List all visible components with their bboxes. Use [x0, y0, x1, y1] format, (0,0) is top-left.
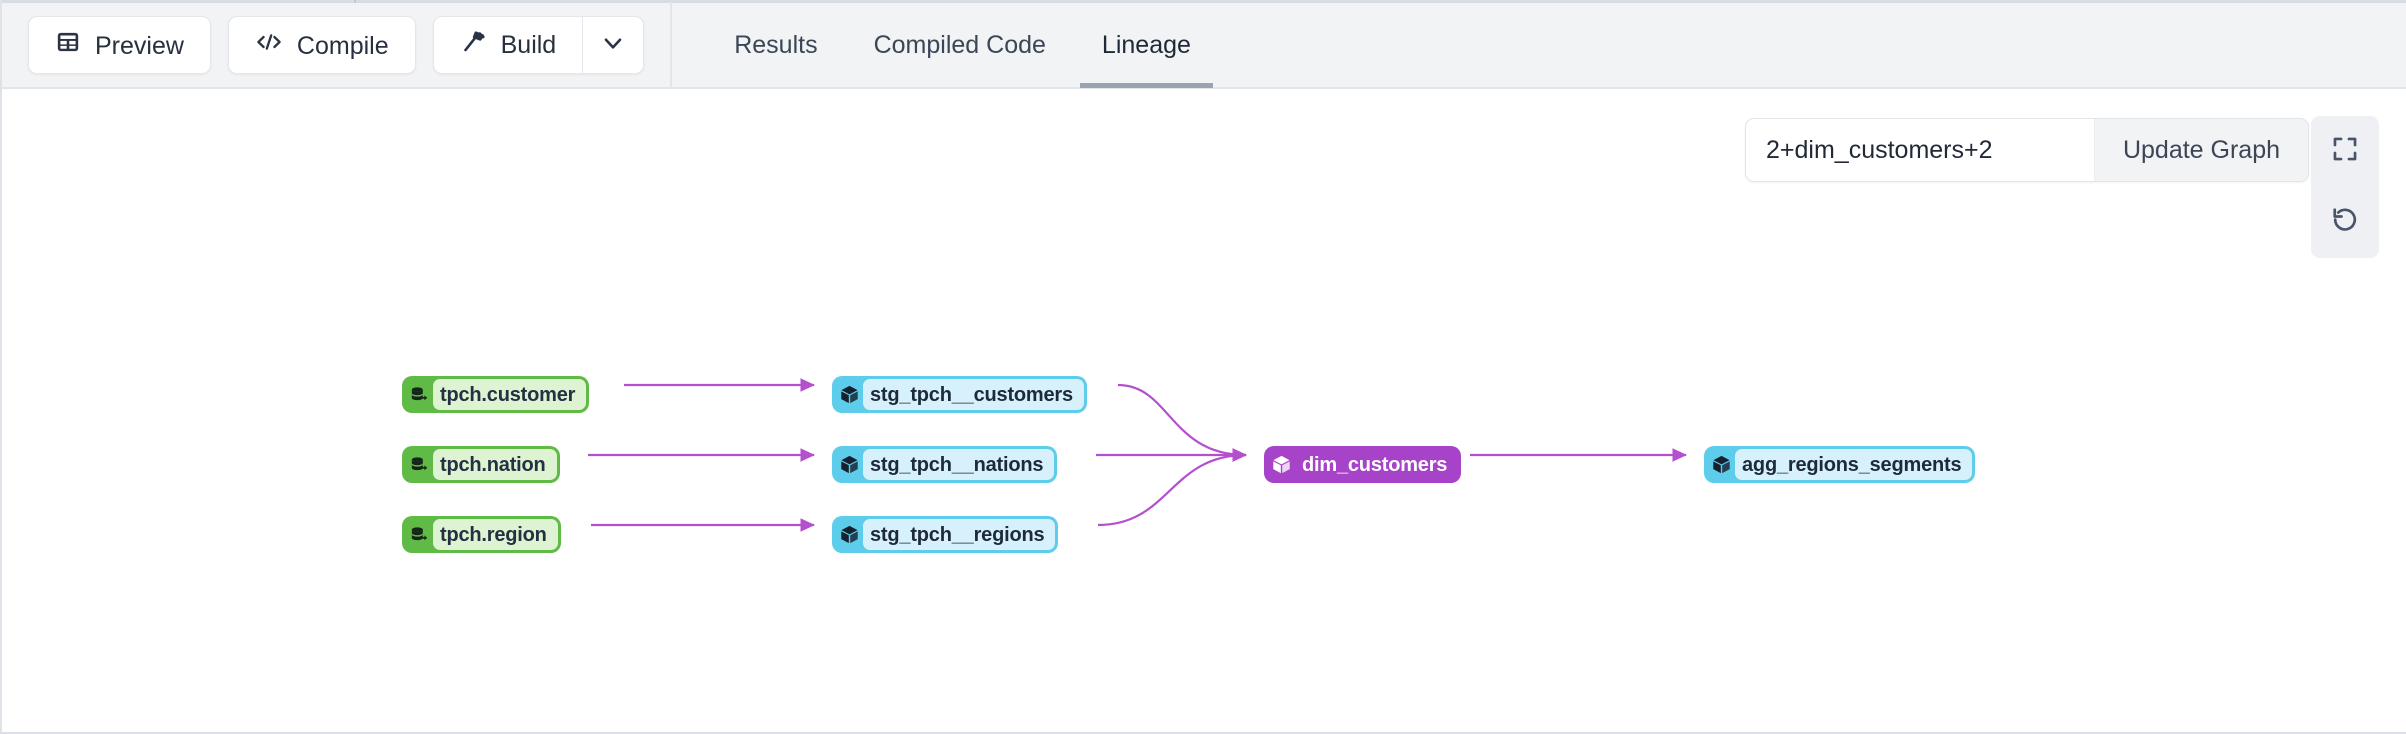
- cube-icon: [835, 519, 863, 550]
- result-tabs: Results Compiled Code Lineage: [706, 2, 1219, 88]
- database-icon: [405, 449, 433, 480]
- build-divider: [582, 17, 584, 73]
- lineage-selector-input[interactable]: [1746, 119, 2094, 181]
- tab-lineage-label: Lineage: [1101, 30, 1191, 59]
- compile-button[interactable]: Compile: [227, 16, 416, 74]
- tab-results-label: Results: [734, 30, 818, 59]
- lineage-view-controls: [2311, 116, 2379, 258]
- graph-node-label: tpch.region: [433, 519, 558, 550]
- graph-node-tpch-nation[interactable]: tpch.nation: [402, 446, 560, 483]
- lineage-selector-bar: Update Graph: [1745, 118, 2309, 182]
- lineage-graph: tpch.customer tpch.nation: [2, 91, 2406, 732]
- graph-node-label: dim_customers: [1295, 449, 1459, 480]
- lineage-canvas[interactable]: tpch.customer tpch.nation: [2, 91, 2406, 732]
- cube-icon: [1267, 449, 1295, 480]
- preview-button-label: Preview: [95, 31, 184, 60]
- graph-node-agg-regions-segments[interactable]: agg_regions_segments: [1704, 446, 1976, 483]
- graph-node-tpch-customer[interactable]: tpch.customer: [402, 376, 590, 413]
- cube-icon: [835, 379, 863, 410]
- toolbar-divider: [670, 2, 673, 88]
- tab-lineage[interactable]: Lineage: [1074, 2, 1219, 88]
- build-button[interactable]: Build: [434, 17, 583, 73]
- database-icon: [405, 379, 433, 410]
- tab-results[interactable]: Results: [706, 2, 845, 88]
- fullscreen-icon: [2331, 135, 2359, 168]
- tab-compiled-code-label: Compiled Code: [873, 30, 1046, 59]
- tab-strip-notch: [354, 0, 356, 3]
- graph-node-dim-customers[interactable]: dim_customers: [1264, 446, 1462, 483]
- update-graph-button[interactable]: Update Graph: [2094, 119, 2308, 181]
- fullscreen-button[interactable]: [2311, 116, 2379, 187]
- toolbar: Preview Compile: [2, 2, 2406, 89]
- preview-button[interactable]: Preview: [28, 16, 211, 74]
- build-dropdown-button[interactable]: [583, 17, 643, 73]
- reset-graph-button[interactable]: [2311, 187, 2379, 258]
- code-icon: [255, 29, 283, 62]
- table-icon: [55, 29, 81, 62]
- build-button-label: Build: [500, 30, 557, 59]
- graph-node-label: stg_tpch__nations: [863, 449, 1055, 480]
- tab-compiled-code[interactable]: Compiled Code: [846, 2, 1074, 88]
- graph-node-label: stg_tpch__regions: [863, 519, 1056, 550]
- graph-node-stg-tpch-regions[interactable]: stg_tpch__regions: [832, 516, 1059, 553]
- edge-stg-regions-to-dim: [1097, 448, 1247, 527]
- cube-icon: [1707, 449, 1735, 480]
- reset-icon: [2331, 206, 2359, 239]
- graph-node-stg-tpch-nations[interactable]: stg_tpch__nations: [832, 446, 1058, 483]
- lineage-edges: [588, 378, 1687, 532]
- toolbar-actions: Preview Compile: [2, 3, 645, 87]
- graph-node-stg-tpch-customers[interactable]: stg_tpch__customers: [832, 376, 1087, 413]
- graph-node-label: agg_regions_segments: [1735, 449, 1973, 480]
- database-icon: [405, 519, 433, 550]
- build-button-group: Build: [432, 16, 645, 74]
- graph-node-tpch-region[interactable]: tpch.region: [402, 516, 561, 553]
- edge-stg-customers-to-dim: [1117, 383, 1247, 462]
- hammer-icon: [460, 29, 487, 62]
- graph-node-label: tpch.nation: [433, 449, 557, 480]
- compile-button-label: Compile: [296, 31, 389, 60]
- graph-node-label: stg_tpch__customers: [863, 379, 1084, 410]
- cube-icon: [835, 449, 863, 480]
- tab-strip-divider: [2, 0, 2406, 3]
- graph-node-label: tpch.customer: [433, 379, 587, 410]
- chevron-down-icon: [600, 30, 626, 61]
